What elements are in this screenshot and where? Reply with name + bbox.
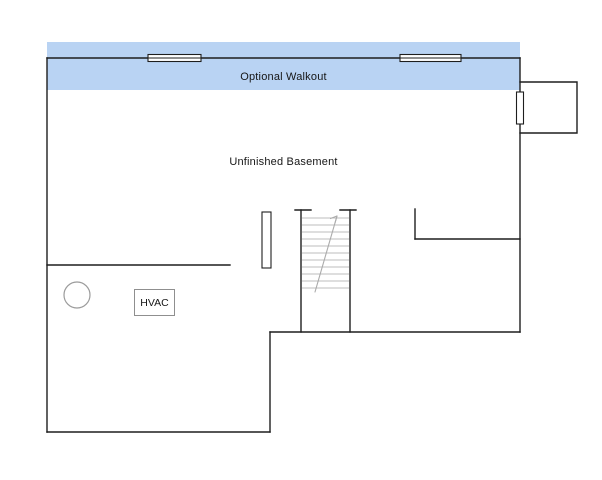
door-opening-icon: [515, 91, 525, 125]
staircase: [294, 209, 357, 333]
exterior-walls: [46, 57, 578, 433]
wall-stub: [261, 211, 272, 269]
unfinished-basement-label: Unfinished Basement: [229, 156, 338, 168]
windows: [147, 53, 462, 63]
stair-direction-arrow-icon: [314, 215, 338, 293]
sump-pit-circle: [63, 281, 91, 309]
optional-walkout-label: Optional Walkout: [240, 71, 327, 83]
areaway-bumpout: [519, 81, 578, 134]
interior-walls: [46, 208, 521, 269]
optional-walkout-highlight: [47, 42, 520, 90]
stair-treads: [302, 217, 349, 289]
hvac-unit: HVAC: [134, 289, 175, 316]
hvac-label: HVAC: [140, 296, 169, 309]
